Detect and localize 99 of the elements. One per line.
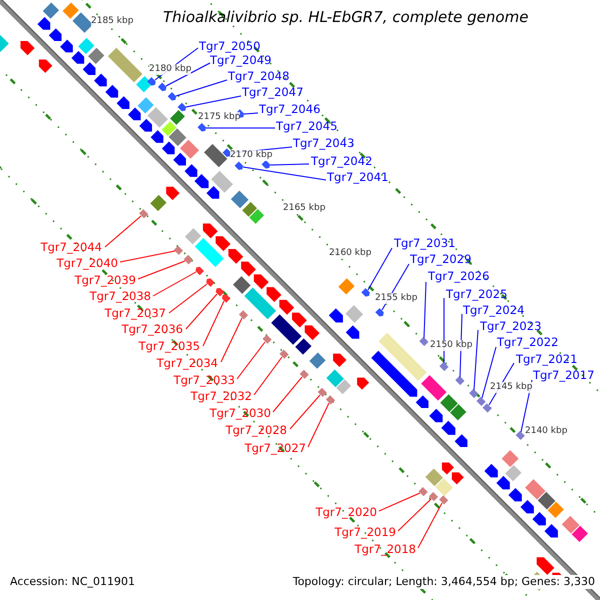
gene-block bbox=[469, 388, 478, 398]
scale-label: 2175 kbp bbox=[198, 112, 240, 123]
leader-line bbox=[424, 282, 426, 338]
leader-line bbox=[186, 96, 242, 108]
leader-line bbox=[474, 330, 478, 390]
gene-pentagon bbox=[147, 77, 156, 86]
gene-block bbox=[455, 376, 464, 386]
gene-label: Tgr7_2044 bbox=[40, 240, 102, 254]
leader-line bbox=[290, 394, 320, 430]
leader-line bbox=[176, 80, 228, 96]
gene-pentagon bbox=[222, 294, 230, 303]
gene-block bbox=[174, 246, 184, 255]
genome-info-text: Topology: circular; Length: 3,464,554 bp; Genes: 3,330 bbox=[292, 575, 596, 589]
gene-block bbox=[139, 209, 148, 218]
scale-label: 2160 kbp bbox=[329, 248, 372, 259]
gene-label: Tgr7_2035 bbox=[138, 339, 200, 353]
gene-label: Tgr7_2032 bbox=[190, 389, 252, 403]
gene-pentagon bbox=[222, 148, 232, 157]
scale-label: 2170 kbp bbox=[230, 150, 272, 161]
leader-line bbox=[398, 498, 432, 532]
gene-label: Tgr7_2031 bbox=[394, 236, 456, 250]
gene-label: Tgr7_2034 bbox=[156, 356, 218, 370]
gene-block bbox=[428, 492, 438, 502]
gene-block bbox=[238, 310, 248, 320]
gene-pentagon bbox=[375, 308, 384, 317]
gene-label: Tgr7_2023 bbox=[480, 319, 542, 333]
gene-block bbox=[262, 334, 272, 344]
leader-line bbox=[220, 318, 242, 362]
gene-label: Tgr7_2021 bbox=[516, 352, 578, 366]
gene-block bbox=[300, 370, 309, 379]
leader-line bbox=[186, 294, 218, 330]
leader-line bbox=[120, 250, 176, 262]
gene-block bbox=[476, 396, 486, 406]
gene-label: Tgr7_2029 bbox=[410, 252, 472, 266]
scale-label: 2165 kbp bbox=[283, 203, 326, 214]
gene-block bbox=[184, 255, 193, 264]
scale-label: 2150 kbp bbox=[430, 340, 472, 351]
gene-label: Tgr7_2018 bbox=[354, 542, 416, 556]
gene-label: Tgr7_2026 bbox=[428, 269, 490, 283]
gene-block bbox=[439, 362, 449, 372]
gene-block bbox=[419, 336, 428, 346]
leader-line bbox=[242, 166, 326, 180]
gene-pentagon bbox=[196, 266, 204, 276]
gene-label: Tgr7_2045 bbox=[276, 119, 338, 133]
leader-line bbox=[138, 260, 186, 280]
gene-block bbox=[279, 350, 289, 359]
gene-label: Tgr7_2046 bbox=[259, 102, 320, 116]
leader-line bbox=[152, 272, 196, 296]
gene-pentagon bbox=[216, 288, 224, 296]
scale-label: 2145 kbp bbox=[490, 382, 532, 393]
gene-label: Tgr7_2033 bbox=[174, 373, 235, 387]
title: Thioalkalivibrio sp. HL-EbGR7, complete genome bbox=[163, 8, 528, 26]
gene-label: Tgr7_2039 bbox=[74, 273, 136, 287]
leader-line bbox=[236, 342, 266, 380]
gene-label: Tgr7_2038 bbox=[90, 289, 151, 303]
gene-label: Tgr7_2025 bbox=[446, 287, 508, 301]
gene-label: Tgr7_2048 bbox=[228, 69, 290, 83]
leader-line bbox=[254, 356, 282, 396]
scale-label: 2140 kbp bbox=[525, 426, 568, 437]
gene-label: Tgr7_2028 bbox=[226, 423, 287, 437]
gene-label: Tgr7_2049 bbox=[210, 53, 272, 67]
gene-label: Tgr7_2019 bbox=[334, 525, 396, 539]
gene-pentagon bbox=[206, 278, 215, 287]
gene-block bbox=[418, 487, 428, 496]
leader-line bbox=[168, 284, 208, 314]
leader-line bbox=[308, 402, 330, 448]
gene-label: Tgr7_2020 bbox=[316, 505, 377, 519]
gene-pentagon bbox=[168, 92, 176, 101]
gene-label: Tgr7_2050 bbox=[199, 39, 260, 53]
gene-label: Tgr7_2042 bbox=[311, 154, 372, 168]
gene-pentagon bbox=[361, 288, 370, 297]
gene-block bbox=[482, 403, 492, 413]
scale-label: 2180 kbp bbox=[149, 64, 192, 75]
leader-line bbox=[244, 112, 258, 114]
gene-label: Tgr7_2022 bbox=[497, 335, 558, 349]
gene-label: Tgr7_2024 bbox=[463, 303, 524, 317]
leader-line bbox=[378, 492, 420, 512]
gene-block bbox=[326, 395, 336, 404]
gene-label: Tgr7_2017 bbox=[533, 368, 594, 382]
gene-label: Tgr7_2041 bbox=[327, 170, 388, 184]
gene-pentagon bbox=[158, 82, 166, 92]
gene-block bbox=[516, 430, 525, 440]
leader-line bbox=[166, 62, 210, 86]
leader-line bbox=[104, 216, 142, 248]
leader-line bbox=[272, 376, 302, 412]
gene-label: Tgr7_2040 bbox=[56, 256, 118, 270]
leader-line bbox=[270, 164, 310, 166]
gene-label: Tgr7_2036 bbox=[122, 322, 183, 336]
scale-label: 2155 kbp bbox=[375, 293, 418, 304]
leader-line bbox=[202, 300, 224, 346]
accession-text: Accession: NC_011901 bbox=[9, 575, 136, 589]
leader-line bbox=[418, 502, 442, 548]
leader-line bbox=[368, 248, 392, 290]
gene-block bbox=[318, 388, 327, 397]
scale-label: 2185 kbp bbox=[91, 16, 134, 27]
gene-label: Tgr7_2037 bbox=[104, 306, 166, 320]
gene-label: Tgr7_2043 bbox=[293, 136, 354, 150]
gene-label: Tgr7_2047 bbox=[242, 85, 304, 99]
leader-line bbox=[482, 346, 496, 398]
